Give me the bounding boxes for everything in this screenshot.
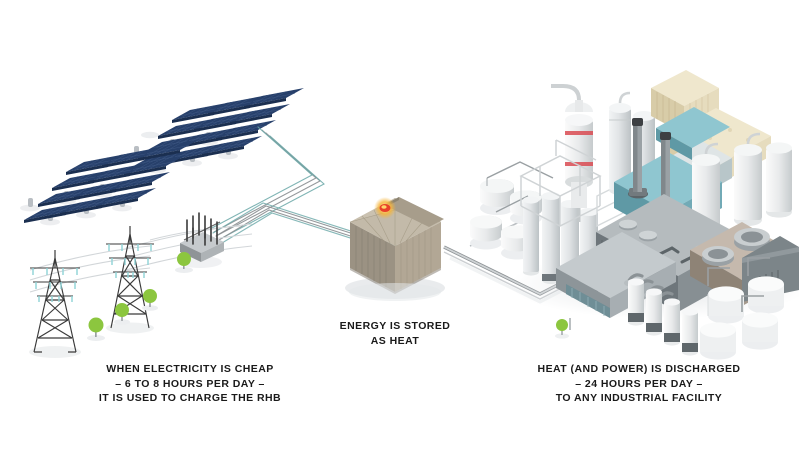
charge-caption-line-1: WHEN ELECTRICITY IS CHEAP [106,363,274,375]
discharge-caption: HEAT (AND POWER) IS DISCHARGED – 24 HOUR… [514,362,764,406]
storage-caption: ENERGY IS STORED AS HEAT [320,319,470,348]
storage-tank-icon [747,257,784,314]
tree-icon [175,252,193,273]
scaffold-frame [519,139,602,227]
storage-tank-icon [470,215,502,250]
storage-tank-icon [664,298,680,346]
transmission-tower-icon [106,226,154,334]
tree-icon [555,319,569,339]
storage-tank-icon [734,132,762,226]
charge-caption-line-3: IT IS USED TO CHARGE THE RHB [98,392,282,404]
storage-tank-icon [741,295,778,350]
discharge-caption-line-1: HEAT (AND POWER) IS DISCHARGED [537,363,741,375]
discharge-caption-line-2: – 24 HOURS PER DAY – [575,377,703,390]
storage-tank-icon [700,322,736,360]
heat-glow-icon [374,197,396,219]
storage-tank-icon [480,178,514,215]
storage-tank-icon [766,142,792,218]
tree-icon [87,317,105,341]
charge-caption-line-2: – 6 TO 8 HOURS PER DAY – [115,377,265,390]
substation-icon [175,212,224,273]
discharge-caption-line-3: TO ANY INDUSTRIAL FACILITY [555,392,723,404]
industrial-facility [470,70,799,360]
storage-tank-icon [646,288,662,336]
tree-icon [114,303,130,325]
pipe-bridge [486,161,554,213]
solar-array-left [20,140,198,226]
transmission-tower-icon [29,250,81,358]
solar-to-substation-cable [209,126,325,239]
solar-array-right [126,88,304,174]
storage-tank-icon [682,308,698,356]
charge-caption: WHEN ELECTRICITY IS CHEAP – 6 TO 8 HOURS… [70,362,310,406]
smokestack-icon [628,118,648,199]
tree-icon [142,289,158,311]
storage-tank-icon [628,278,644,326]
storage-caption-line-2: AS HEAT [370,334,420,347]
storage-caption-line-1: ENERGY IS STORED [339,320,451,332]
storage-tank-icon [707,267,744,324]
